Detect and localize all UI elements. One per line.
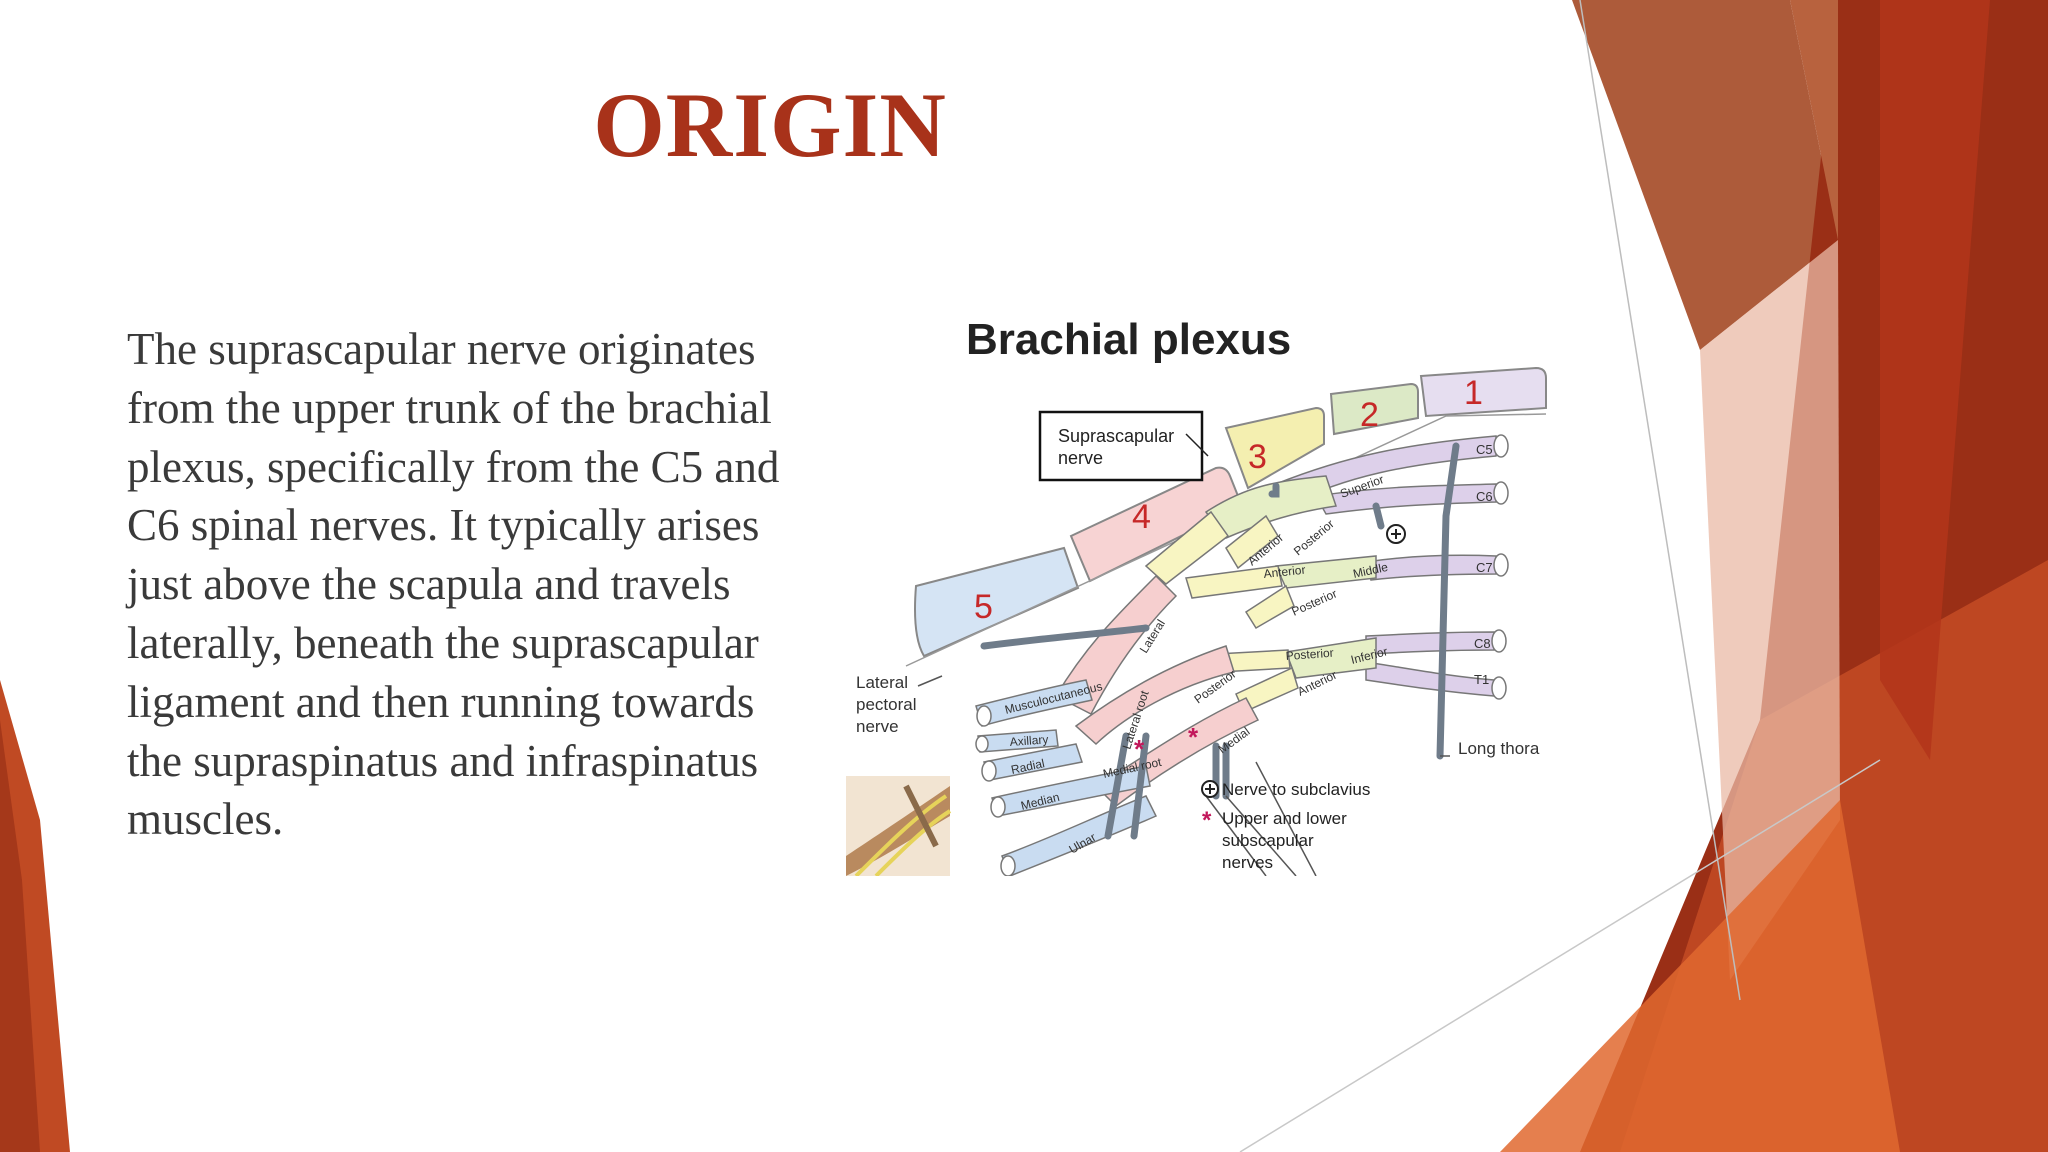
root-end-c7 (1493, 553, 1509, 577)
division-sup-anterior (1144, 510, 1230, 585)
section-number-5: 5 (974, 588, 993, 626)
trunks-group (1204, 475, 1377, 679)
facet-line-1 (1579, 0, 1741, 1001)
legend-item-1-text: Nerve to subclavius (1222, 780, 1370, 799)
root-end-c8 (1491, 629, 1507, 653)
slide-body-text: The suprascapular nerve originates from … (127, 324, 780, 845)
legend-star-icon: * (1202, 807, 1212, 834)
label-division-posterior-3: Posterior (1285, 646, 1334, 663)
root-label-c7: C7 (1476, 560, 1493, 575)
branch-end-median (990, 796, 1006, 818)
division-mid-posterior (1244, 584, 1295, 630)
facet-light-peach (1700, 240, 1840, 980)
legend-item-2-line-1: Upper and lower (1222, 809, 1347, 828)
nerve-thoracodorsal (1104, 732, 1130, 840)
section-number-4: 4 (1132, 498, 1151, 536)
thin-nerve-3 (1255, 761, 1317, 876)
legend-item-2-line-3: nerves (1222, 853, 1273, 872)
brachial-plexus-svg: Brachial plexus 1 2 3 4 5 Suprascapular … (846, 316, 1552, 876)
root-end-t1 (1491, 676, 1507, 700)
star-icon-1: * (1134, 734, 1145, 764)
inset-tissue-1 (846, 786, 950, 876)
facet-red-strip (1880, 0, 1990, 760)
roots-group (1274, 434, 1509, 700)
trunk-middle (1274, 555, 1377, 589)
facet-top-brown (1572, 0, 1838, 350)
thin-nerve-2 (1225, 795, 1297, 876)
cord-posterior (1074, 645, 1235, 746)
facet-left-edge-dark (0, 720, 40, 1152)
division-sup-posterior (1225, 514, 1279, 570)
section-number-1: 1 (1464, 374, 1483, 412)
branch-end-ulnar (1000, 855, 1016, 876)
branch-musculocutaneous (975, 679, 1093, 727)
branches-group (975, 679, 1158, 876)
facet-left-edge (0, 680, 70, 1152)
section-2 (1329, 382, 1419, 436)
nerve-suprascapular (1268, 482, 1280, 498)
root-end-c5 (1493, 434, 1509, 458)
star-icon-2: * (1188, 722, 1199, 752)
facet-bright-orange (1500, 800, 1900, 1152)
label-lateral-pectoral-2: pectoral (856, 695, 916, 714)
label-branch-axillary: Axillary (1009, 732, 1049, 749)
callout-box (1038, 410, 1204, 482)
legend-item-2-line-2: subscapular (1222, 831, 1314, 850)
section-number-3: 3 (1248, 438, 1267, 476)
nerve-lateral-pectoral (980, 624, 1150, 650)
nerve-subclavius (1372, 502, 1385, 530)
branch-ulnar (1001, 795, 1158, 876)
branch-median (991, 765, 1151, 817)
branch-end-radial (981, 760, 997, 782)
divisions-group (1144, 510, 1299, 713)
section-3 (1224, 406, 1325, 490)
callout-line-2: nerve (1058, 448, 1103, 468)
side-labels: Lateral pectoral nerve Long thora (856, 673, 1540, 758)
subscapular-stars: * * (1134, 722, 1199, 764)
inset-nerve-2 (874, 809, 952, 876)
legend: Nerve to subclavius * Upper and lower su… (1201, 780, 1370, 872)
label-lateral-pectoral-3: nerve (856, 717, 899, 736)
root-label-c6: C6 (1476, 489, 1493, 504)
vertebral-sections: 1 2 3 4 5 (905, 366, 1547, 667)
label-branch-radial: Radial (1010, 756, 1046, 777)
callout-line-1: Suprascapular (1058, 426, 1174, 446)
section-line (905, 413, 1547, 667)
callout-leader (1185, 433, 1209, 457)
root-label-c5: C5 (1476, 442, 1493, 457)
root-label-c8: C8 (1474, 636, 1491, 651)
root-label-t1: T1 (1474, 672, 1489, 687)
nerve-lower-subscapular (1130, 732, 1150, 840)
root-end-c6 (1493, 481, 1509, 505)
brachial-plexus-diagram: Brachial plexus 1 2 3 4 5 Suprascapular … (846, 316, 1552, 876)
anatomy-inset (846, 776, 952, 876)
root-labels: C5 C6 C7 C8 T1 (1474, 442, 1493, 687)
subclavius-marker (1386, 524, 1406, 544)
section-1 (1419, 366, 1547, 418)
branch-end-axillary (975, 735, 989, 753)
inset-nerve-1 (854, 794, 948, 876)
facet-orange-mid (1620, 560, 2048, 1152)
section-number-2: 2 (1360, 396, 1379, 434)
label-long-thoracic: Long thora (1458, 739, 1540, 758)
label-division-anterior-2: Anterior (1263, 563, 1306, 581)
thin-nerves (917, 675, 1450, 876)
branch-end-musculocutaneous (976, 705, 992, 727)
facet-dark-right (1580, 0, 2048, 1152)
lateral-pectoral-leader (917, 675, 943, 687)
thin-nerve-1 (1205, 795, 1267, 876)
diagram-title: Brachial plexus (966, 316, 1291, 364)
facet-brown-inner (1790, 0, 1838, 240)
division-mid-anterior (1185, 565, 1283, 599)
nerve-long-thoracic (1436, 442, 1460, 760)
label-lateral-pectoral-1: Lateral (856, 673, 908, 692)
inset-tissue-2 (903, 784, 939, 848)
suprascapular-callout: Suprascapular nerve (1038, 410, 1209, 482)
slide-title: ORIGIN (593, 74, 947, 176)
grey-nerves (980, 442, 1460, 840)
